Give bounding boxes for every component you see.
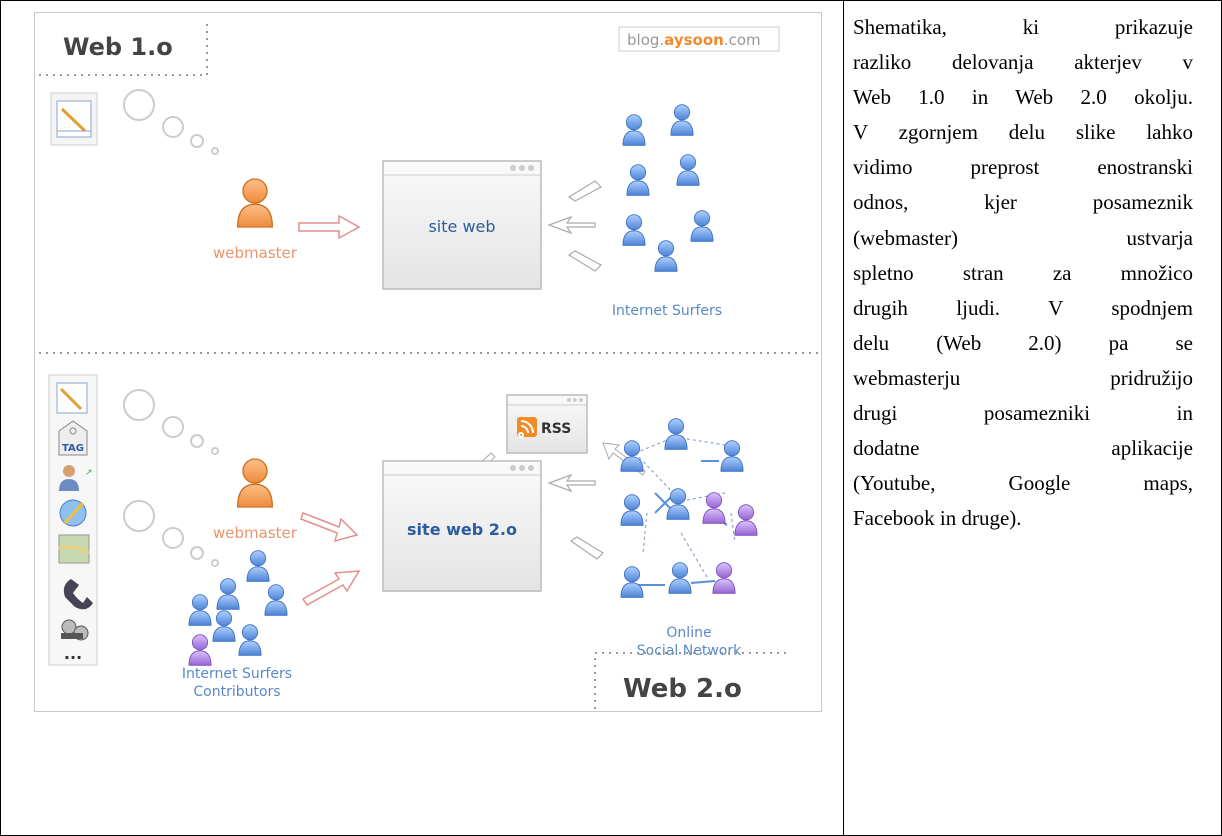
web2-corner-title: Web 2.o (594, 652, 787, 709)
web2-contributors-label-line2: Contributors (193, 684, 280, 700)
svg-text:↗: ↗ (85, 468, 93, 478)
svg-text:TAG: TAG (62, 443, 84, 454)
web1-corner-title: Web 1.o (39, 23, 208, 76)
caption-line: (webmaster) ustvarja (853, 225, 1193, 250)
caption-line: drugih ljudi. V spodnjem (853, 295, 1193, 320)
caption-line: razliko delovanja akterjev v (853, 50, 1193, 75)
caption-line: dodatne aplikacije (853, 436, 1193, 461)
caption-line: Facebook in druge). (853, 506, 1022, 531)
web2-thought-bubbles-lower (123, 500, 219, 567)
web2-social-label-line1: Online (666, 625, 711, 641)
caption-line: spletno stran za množico (853, 260, 1193, 285)
web2-arrows-social-to-site (547, 473, 604, 560)
figure-caption: Shematika, ki prikazuje razliko delovanj… (853, 10, 1193, 536)
web1-arrow-webmaster-to-site (298, 214, 361, 240)
web2-social-label-line2: Social Network (637, 643, 742, 659)
table-top-border (0, 0, 1222, 1)
web2-rss-window: RSS (506, 394, 588, 454)
map-icon (58, 534, 90, 564)
web1-webmaster-icon (236, 178, 274, 228)
web2-site-label: site web 2.o (407, 520, 517, 539)
blog-watermark: blog.aysoon.com (618, 26, 780, 52)
web1-site-window: site web (382, 160, 542, 290)
caption-line: drugi posamezniki in (853, 401, 1193, 426)
watermark-box (618, 26, 780, 52)
web2-site-window: site web 2.o (382, 460, 542, 592)
web1-site-label: site web (428, 217, 495, 236)
film-reel-icon (61, 619, 89, 641)
notepad-icon (56, 382, 88, 414)
caption-line: V zgornjem delu slike lahko (853, 120, 1193, 145)
rss-label: RSS (541, 421, 571, 437)
web1-surfers-label: Internet Surfers (612, 303, 722, 319)
web1-title-bracket (39, 23, 208, 76)
web2-thought-bubbles-upper (123, 389, 219, 455)
caption-line: vidimo preprost enostranski (853, 155, 1193, 180)
caption-line: Shematika, ki prikazuje (853, 15, 1193, 39)
web1-internet-surfers (622, 104, 714, 272)
web1-arrows-surfers-to-site (547, 180, 602, 272)
web2-webmaster: webmaster (213, 458, 298, 542)
table-left-border (0, 0, 1, 836)
web1-title: Web 1.o (63, 33, 173, 61)
diagram-svg: Web 1.o blog.aysoon.com webmast (39, 23, 819, 709)
globe-edit-icon (59, 499, 87, 527)
web2-webmaster-label: webmaster (213, 524, 298, 542)
watermark-text: blog.aysoon.com (627, 31, 761, 49)
caption-line: delu (Web 2.0) pa se (853, 330, 1193, 355)
caption-line: odnos, kjer posameznik (853, 190, 1193, 215)
web1-notepad-icon (50, 92, 98, 146)
web2-contributors-label-line1: Internet Surfers (182, 666, 292, 682)
web2-social-network: Online Social Network (620, 418, 758, 659)
caption-line: webmasterju pridružijo (853, 365, 1193, 390)
web2-title: Web 2.o (623, 674, 742, 704)
web2-title-bracket (594, 652, 787, 709)
phone-icon (63, 579, 93, 610)
table-divider (843, 0, 844, 836)
more-apps-label: ... (64, 644, 82, 663)
web1-webmaster: webmaster (213, 178, 298, 262)
caption-line: (Youtube, Google maps, (853, 471, 1193, 496)
web-comparison-figure: Web 1.o blog.aysoon.com webmast (34, 12, 822, 712)
web1-thought-bubbles (123, 89, 219, 155)
web1-webmaster-label: webmaster (213, 244, 298, 262)
user-share-icon: ↗ (59, 465, 93, 491)
web2-arrow-contributors-to-site (301, 570, 361, 606)
web2-app-sidebar: TAG ↗ ... (48, 374, 98, 666)
tag-icon: TAG (58, 420, 88, 456)
caption-line: Web 1.0 in Web 2.0 okolju. (853, 85, 1193, 110)
web2-arrow-webmaster-to-site (300, 512, 359, 543)
web2-contributors: Internet Surfers Contributors (182, 550, 292, 700)
